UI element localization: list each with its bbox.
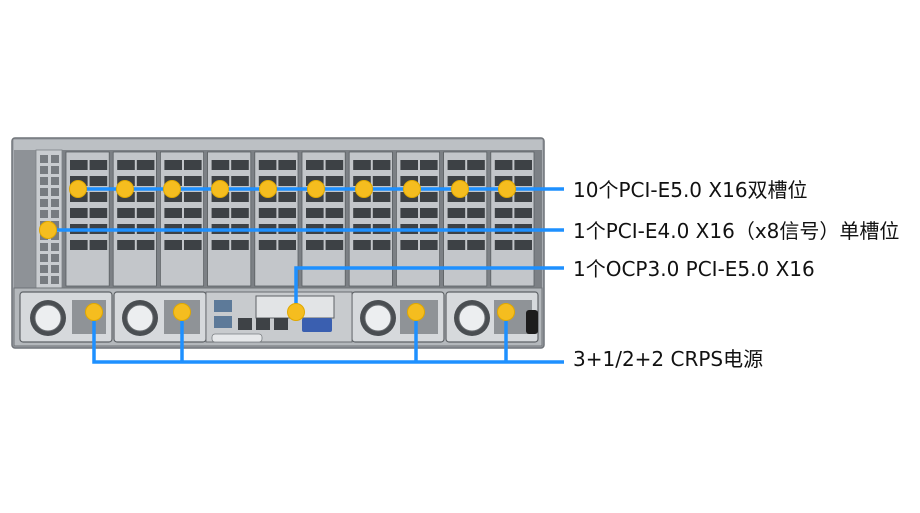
pcie-slot	[159, 151, 204, 287]
crps-marker-dot	[407, 303, 425, 321]
callout-crps-label: 3+1/2+2 CRPS电源	[573, 347, 764, 371]
usb-port	[214, 300, 232, 312]
vent-hole	[40, 155, 48, 163]
vent-hole	[51, 188, 59, 196]
vent-hole	[40, 243, 48, 251]
pcie5-marker-dot	[451, 180, 469, 198]
vent-hole	[40, 210, 48, 218]
crps-marker-dot	[497, 303, 515, 321]
crps-marker-dot	[173, 303, 191, 321]
leader-line-crps	[92, 312, 564, 364]
callout-ocp-label: 1个OCP3.0 PCI-E5.0 X16	[573, 257, 815, 281]
rj45-port	[274, 318, 288, 330]
vent-hole	[51, 276, 59, 284]
vent-hole	[40, 177, 48, 185]
vent-hole	[51, 177, 59, 185]
pcie5-marker-dot	[116, 180, 134, 198]
vent-hole	[51, 199, 59, 207]
vent-hole	[40, 276, 48, 284]
vent-hole	[51, 210, 59, 218]
vent-hole	[40, 166, 48, 174]
pcie-slot	[301, 151, 346, 287]
psu-module	[113, 291, 207, 343]
pcie-slot-bay	[62, 150, 542, 288]
psu-module	[19, 291, 113, 343]
callout-pcie4-label: 1个PCI-E4.0 X16（x8信号）单槽位	[573, 219, 900, 243]
vent-hole	[51, 265, 59, 273]
vent-hole	[51, 166, 59, 174]
pcie-slot	[395, 151, 440, 287]
pcie5-marker-dot	[498, 180, 516, 198]
vent-hole	[40, 199, 48, 207]
vent-hole	[51, 232, 59, 240]
pcie-slot	[207, 151, 252, 287]
pcie5-marker-dot	[403, 180, 421, 198]
pcie4-marker-dot	[39, 221, 57, 239]
vent-hole	[51, 155, 59, 163]
pcie-slot	[65, 151, 110, 287]
vent-hole	[40, 265, 48, 273]
rj45-port	[238, 318, 252, 330]
pcie5-marker-dot	[211, 180, 229, 198]
pcie-slot	[443, 151, 488, 287]
marker-dots	[39, 180, 516, 321]
vga-port	[302, 318, 332, 332]
pcie-slot	[254, 151, 299, 287]
pcie5-marker-dot	[69, 180, 87, 198]
callout-pcie5-label: 10个PCI-E5.0 X16双槽位	[573, 178, 808, 202]
leader-line-ocp	[294, 266, 564, 312]
usb-port	[214, 316, 232, 328]
vent-hole	[40, 188, 48, 196]
ocp-marker-dot	[287, 303, 305, 321]
pcie-slot	[348, 151, 393, 287]
pcie5-marker-dot	[307, 180, 325, 198]
pcie-slot	[490, 151, 535, 287]
vent-hole	[51, 254, 59, 262]
crps-marker-dot	[85, 303, 103, 321]
pcie-slot	[112, 151, 157, 287]
psu-module	[445, 291, 539, 343]
rj45-port	[256, 318, 270, 330]
pcie5-marker-dot	[259, 180, 277, 198]
pcie5-marker-dot	[163, 180, 181, 198]
psu-module	[351, 291, 445, 343]
psu-handle	[526, 310, 538, 334]
pcie5-marker-dot	[355, 180, 373, 198]
io-panel	[205, 291, 353, 343]
vent-hole	[40, 254, 48, 262]
vent-hole	[51, 243, 59, 251]
